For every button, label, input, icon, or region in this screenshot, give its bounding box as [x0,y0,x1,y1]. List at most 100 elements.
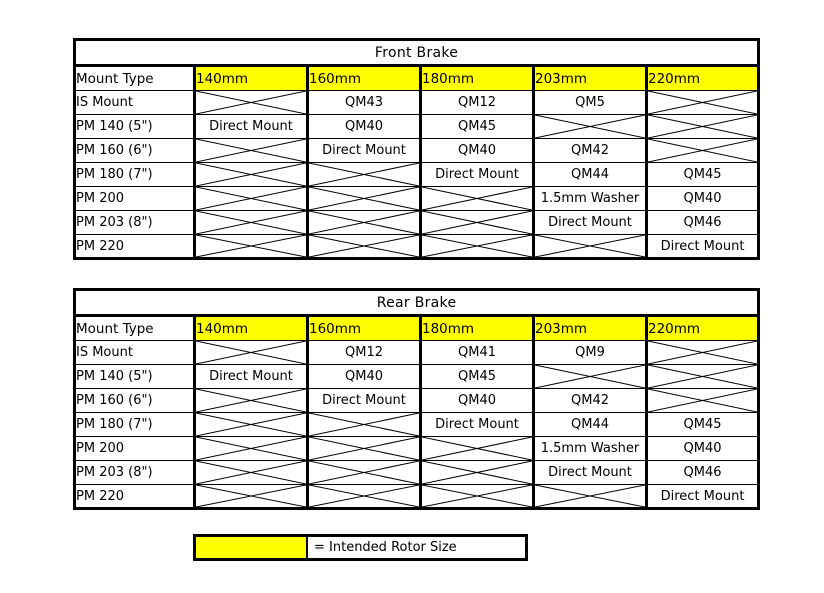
rear-brake-cell-value: Direct Mount [194,364,308,389]
blocked-cell-x-icon [196,341,306,364]
front-brake-cell-value: QM42 [532,138,647,163]
front-brake-row-header: PM 200 [74,186,196,211]
legend: = Intended Rotor Size [193,534,528,561]
front-brake-cell-blocked [306,234,421,259]
front-brake-col-header-180mm: 180mm [419,65,534,91]
front-brake-cell-blocked [194,186,308,211]
rear-brake-col-header-140mm: 140mm [194,315,308,341]
front-brake-col-header-160mm: 160mm [306,65,421,91]
rear-brake-cell-blocked [194,340,308,365]
blocked-cell-x-icon [648,389,757,412]
rear-brake-cell-value: Direct Mount [644,484,760,509]
blocked-cell-x-icon [535,115,645,138]
front-brake-cell-value: QM5 [532,90,647,115]
front-brake-cell-blocked [194,210,308,235]
blocked-cell-x-icon [309,235,419,257]
blocked-cell-x-icon [648,365,757,388]
front-brake-cell-value: QM40 [419,138,534,163]
blocked-cell-x-icon [309,211,419,234]
rear-brake-cell-blocked [306,412,421,437]
rear-brake-row-header: IS Mount [74,340,196,365]
blocked-cell-x-icon [309,413,419,436]
rear-brake-col-header-160mm: 160mm [306,315,421,341]
front-brake-cell-blocked [194,90,308,115]
front-brake-row-header: IS Mount [74,90,196,115]
rear-brake-title: Rear Brake [73,289,760,317]
front-brake-cell-blocked [644,114,760,139]
front-brake-cell-value: QM43 [306,90,421,115]
rear-brake-cell-blocked [194,412,308,437]
front-brake-cell-blocked [194,162,308,187]
rear-brake-cell-blocked [194,460,308,485]
rear-brake-cell-value: QM12 [306,340,421,365]
blocked-cell-x-icon [196,437,306,460]
front-brake-cell-blocked [644,90,760,115]
rear-brake-cell-value: QM40 [306,364,421,389]
blocked-cell-x-icon [535,365,645,388]
blocked-cell-x-icon [196,187,306,210]
front-brake-cell-blocked [306,210,421,235]
blocked-cell-x-icon [648,341,757,364]
blocked-cell-x-icon [422,437,532,460]
blocked-cell-x-icon [196,163,306,186]
rear-brake-cell-blocked [306,460,421,485]
front-brake-cell-value: QM46 [644,210,760,235]
blocked-cell-x-icon [196,389,306,412]
rear-brake-cell-value: 1.5mm Washer [532,436,647,461]
front-brake-cell-blocked [419,234,534,259]
front-brake-cell-value: QM44 [532,162,647,187]
front-brake-title-row: Front Brake [73,39,760,67]
front-brake-cell-blocked [419,210,534,235]
rear-brake-col-header-mount-type: Mount Type [74,315,196,341]
front-brake-cell-blocked [419,186,534,211]
front-brake-row-header: PM 140 (5") [74,114,196,139]
blocked-cell-x-icon [648,91,757,114]
blocked-cell-x-icon [648,115,757,138]
rear-brake-cell-blocked [306,436,421,461]
rear-brake-cell-value: QM46 [644,460,760,485]
blocked-cell-x-icon [422,211,532,234]
rear-brake-col-header-180mm: 180mm [419,315,534,341]
rear-brake-row-header: PM 180 (7") [74,412,196,437]
legend-color-swatch [196,537,308,558]
rear-brake-cell-blocked [419,436,534,461]
rear-brake-cell-value: Direct Mount [419,412,534,437]
rear-brake-cell-blocked [644,364,760,389]
blocked-cell-x-icon [535,235,645,257]
rear-brake-cell-value: QM9 [532,340,647,365]
rear-brake-cell-blocked [644,388,760,413]
rear-brake-cell-blocked [419,484,534,509]
front-brake-col-header-mount-type: Mount Type [74,65,196,91]
blocked-cell-x-icon [196,91,306,114]
blocked-cell-x-icon [196,235,306,257]
rear-brake-cell-blocked [532,364,647,389]
rear-brake-cell-value: QM40 [419,388,534,413]
blocked-cell-x-icon [648,139,757,162]
blocked-cell-x-icon [309,461,419,484]
front-brake-cell-value: Direct Mount [644,234,760,259]
front-brake-col-header-220mm: 220mm [644,65,760,91]
rear-brake-title-row: Rear Brake [73,289,760,317]
rear-brake-row-header: PM 200 [74,436,196,461]
front-brake-row-header: PM 220 [74,234,196,259]
blocked-cell-x-icon [422,485,532,507]
rear-brake-cell-value: QM41 [419,340,534,365]
rear-brake-row-header: PM 203 (8") [74,460,196,485]
rear-brake-cell-value: QM44 [532,412,647,437]
rear-brake-cell-blocked [194,388,308,413]
front-brake-cell-value: QM45 [644,162,760,187]
